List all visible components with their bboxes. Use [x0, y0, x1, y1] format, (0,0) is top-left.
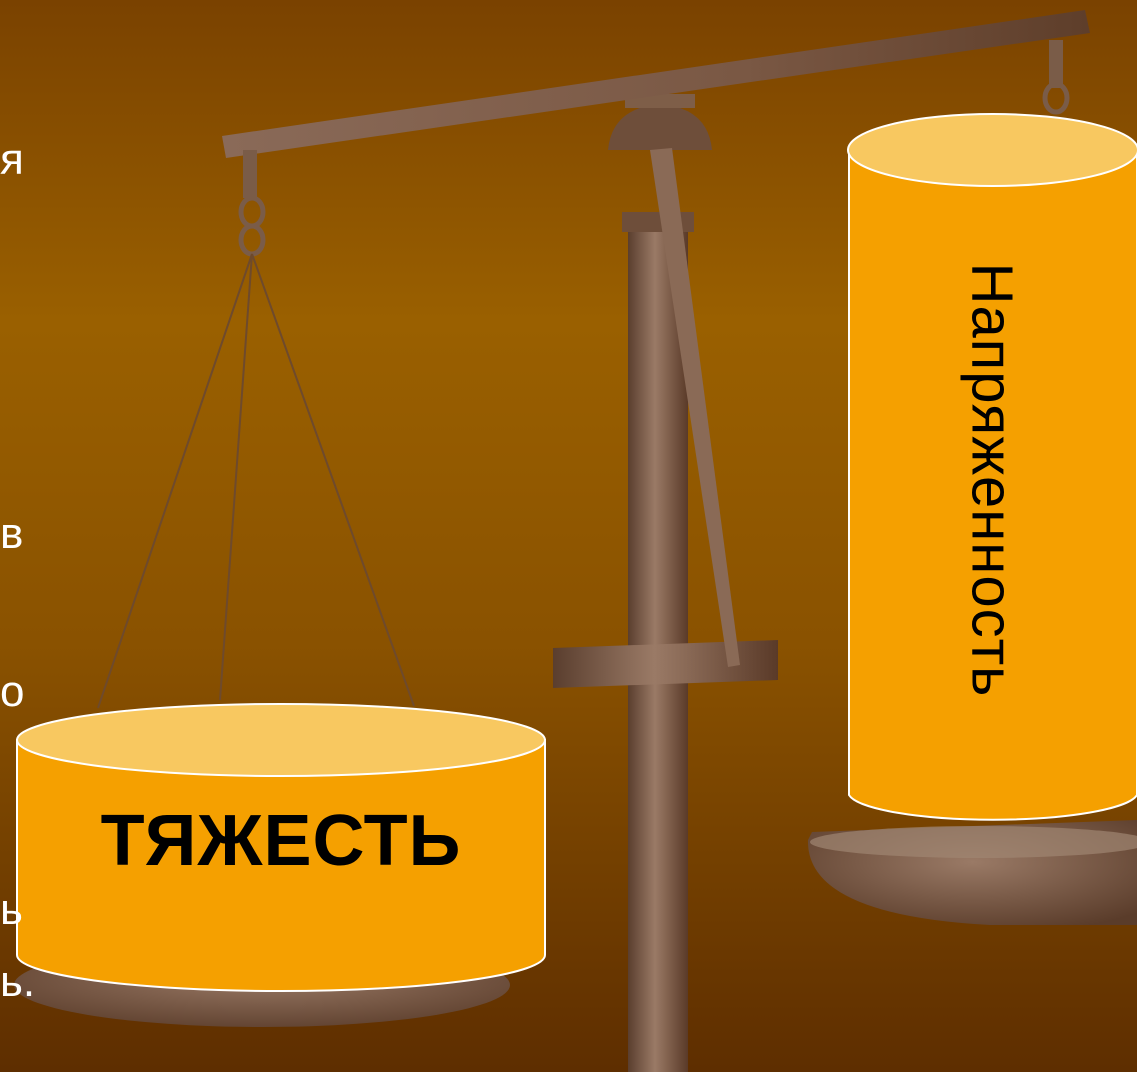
scale-lower-crossbar: [553, 640, 778, 688]
scale-pointer: [650, 148, 740, 667]
right-weight-cylinder: [847, 113, 1137, 821]
right-hanger: [1042, 40, 1070, 115]
cut-off-text-fragment: я: [0, 135, 24, 184]
scale-beam: [222, 10, 1090, 158]
cut-off-text-fragment: о: [0, 667, 25, 716]
cut-off-text-fragment: ь: [0, 885, 23, 934]
cut-off-text-fragment: в: [0, 509, 24, 558]
left-hanger: [238, 150, 266, 257]
left-cylinder-label: ТЯЖЕСТЬ: [100, 801, 462, 881]
left-pan-strings: [97, 253, 415, 709]
left-weight-cylinder: [16, 703, 546, 992]
right-cylinder-label: Напряженность: [959, 262, 1025, 698]
cut-off-text-fragment: ь.: [0, 957, 36, 1006]
scale-pillar: [608, 94, 712, 1072]
